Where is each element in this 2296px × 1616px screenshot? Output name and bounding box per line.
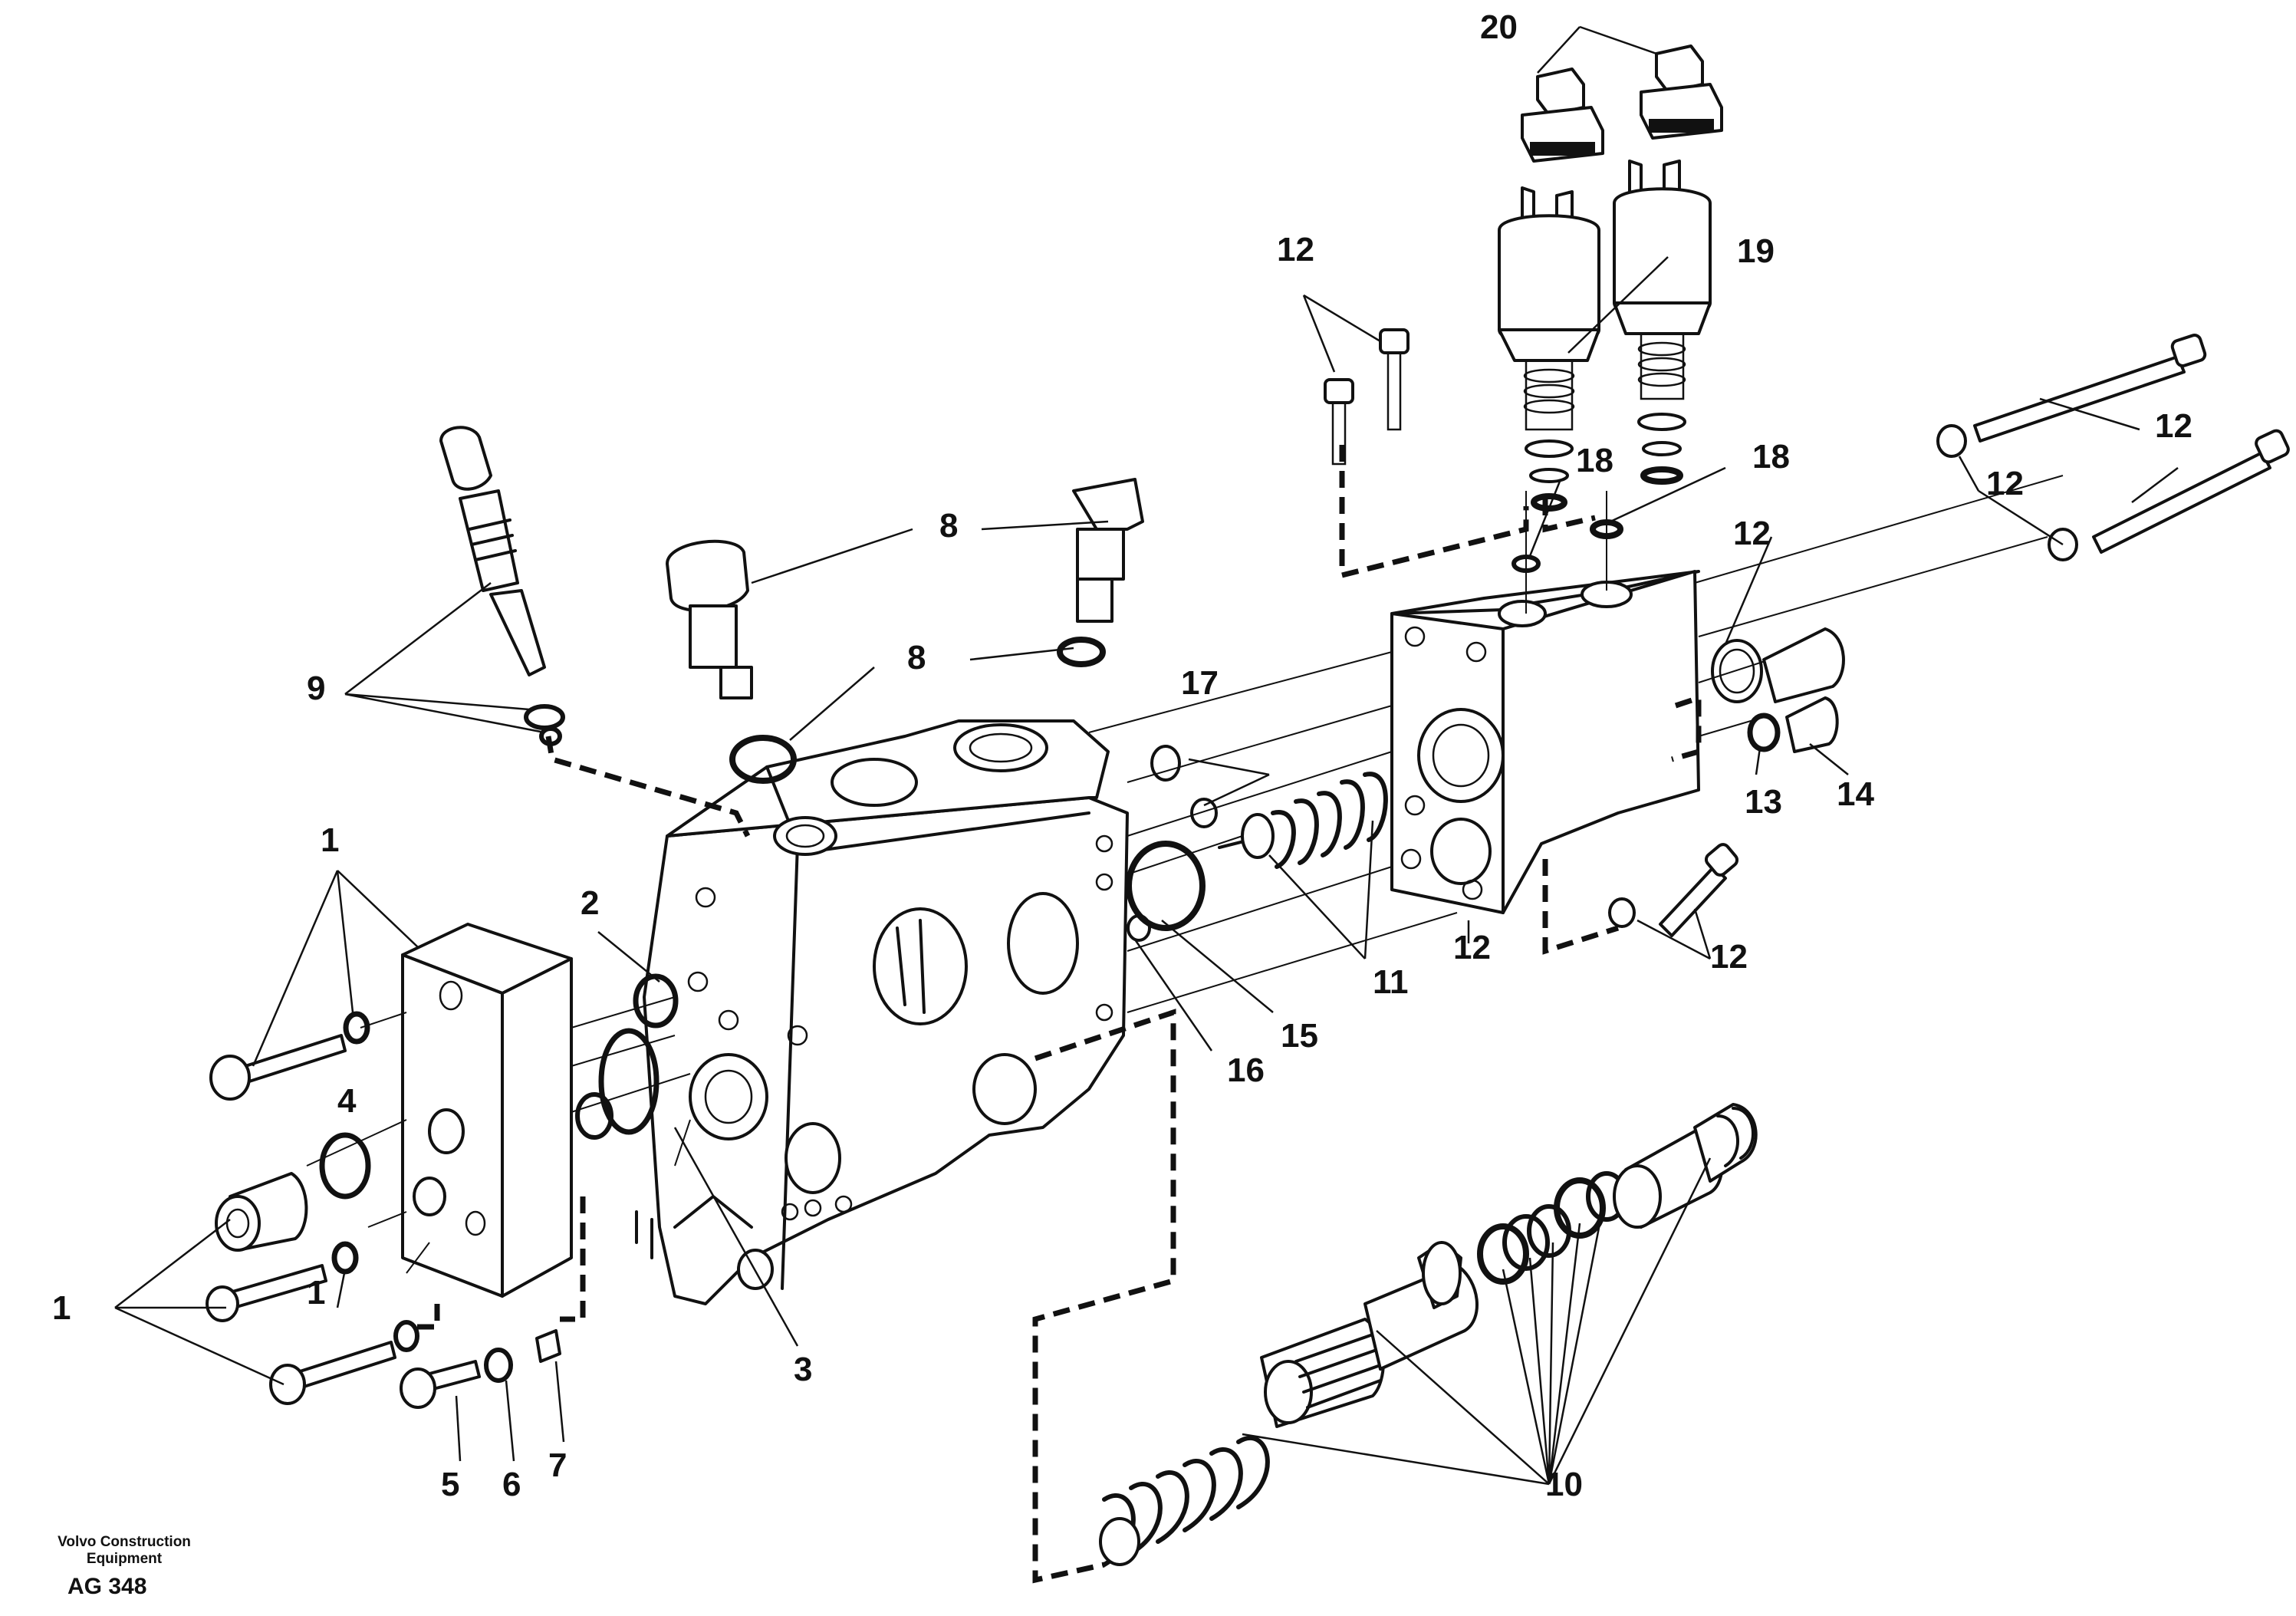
callout-12: 12 [1710,938,1748,976]
callout-6: 6 [502,1466,521,1503]
callout-18: 18 [1752,438,1790,476]
plug-part-14 [1747,696,1839,753]
callout-17: 17 [1181,664,1219,702]
plug-part-8 [666,478,1144,784]
callout-9: 9 [307,670,325,707]
callout-8: 8 [939,507,958,545]
brand-caption: Volvo Construction Equipment [48,1534,201,1568]
callout-15: 15 [1281,1017,1318,1055]
hardware-parts-1-7 [206,973,679,1409]
callout-labels: 1 1 1 2 3 4 5 6 7 8 8 9 10 11 12 12 12 1… [52,8,2192,1503]
callout-8: 8 [907,639,926,676]
callout-12: 12 [2155,407,2192,445]
drawing-code: AG 348 [67,1574,147,1599]
callout-10: 10 [1545,1466,1583,1503]
callout-5: 5 [441,1466,459,1503]
callout-4: 4 [337,1082,357,1120]
adapter-block [1390,570,1700,914]
callout-14: 14 [1837,775,1874,813]
callout-1: 1 [321,821,339,859]
connector-part-20 [1521,44,1723,163]
callout-20: 20 [1480,8,1518,46]
screw-part-12 [1324,328,2290,937]
relief-valve-part-9 [439,426,565,746]
callout-7: 7 [548,1447,567,1484]
o-rings-15-16-17 [1126,745,1218,942]
callout-12: 12 [1733,515,1771,552]
brand-line-1: Volvo Construction [58,1534,191,1550]
callout-12: 12 [1986,465,2024,502]
callout-3: 3 [794,1351,812,1388]
valve-housing [635,719,1129,1305]
callout-19: 19 [1737,232,1775,270]
callout-1: 1 [307,1274,325,1312]
o-ring-part-18 [1511,519,1623,573]
callout-12: 12 [1453,929,1491,966]
callout-12: 12 [1277,231,1314,268]
callout-18: 18 [1576,442,1613,479]
callout-2: 2 [581,884,599,922]
spring-part-11 [1218,772,1388,869]
brand-line-2: Equipment [86,1551,163,1567]
callout-1: 1 [52,1289,71,1327]
callout-11: 11 [1373,963,1409,1001]
callout-16: 16 [1227,1052,1265,1089]
spool-part-10 [1099,1103,1758,1567]
end-cover-block [401,923,573,1298]
callout-13: 13 [1745,783,1782,821]
leader-lines [114,25,2179,1486]
assembly-lines [306,475,2064,1274]
